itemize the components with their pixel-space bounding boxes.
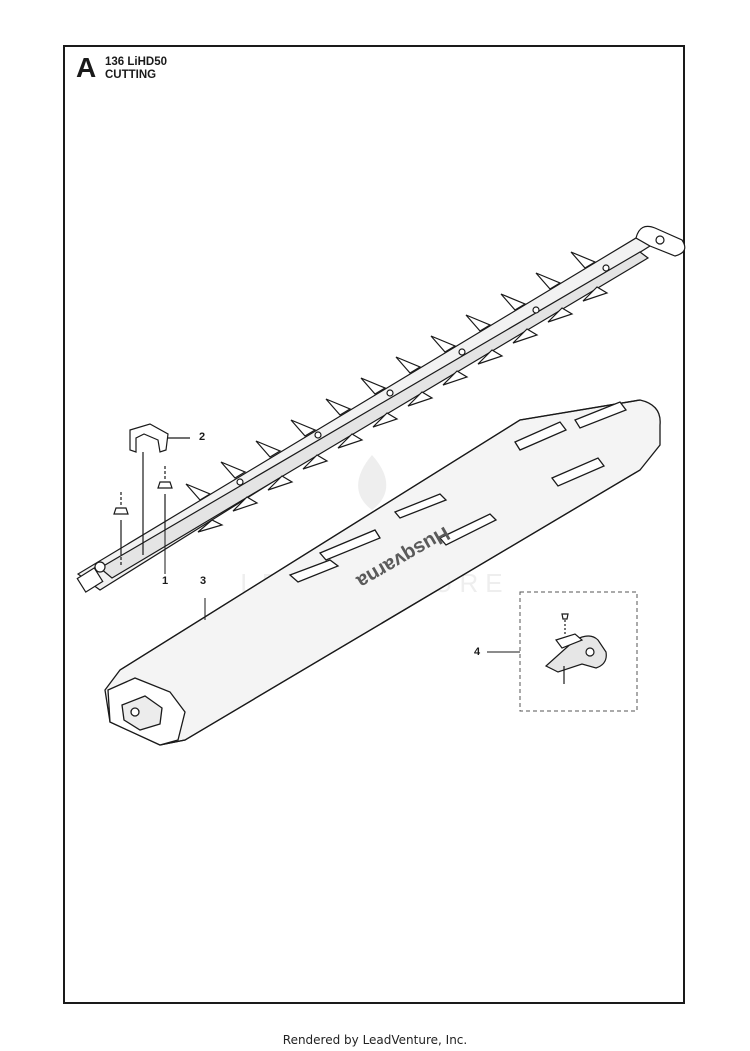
callout-1: 1 [162, 575, 169, 587]
model-name: 136 LiHD50 [105, 56, 168, 68]
callout-4: 4 [474, 646, 481, 658]
tip-protector [544, 613, 607, 684]
callout-3: 3 [200, 575, 207, 587]
blade-assembly [76, 225, 686, 593]
section-title: CUTTING [105, 69, 157, 81]
diagram-frame [63, 45, 685, 1004]
leader-lines [204, 598, 520, 653]
kit-box [519, 591, 638, 712]
section-letter: A [76, 52, 97, 83]
blade-guard: Husqvarna [104, 399, 661, 746]
callout-2: 2 [199, 431, 206, 443]
footer-credit: Rendered by LeadVenture, Inc. [282, 1033, 468, 1047]
title-block: 136 LiHD50 CUTTING [105, 56, 167, 82]
blade-clip [129, 423, 190, 555]
